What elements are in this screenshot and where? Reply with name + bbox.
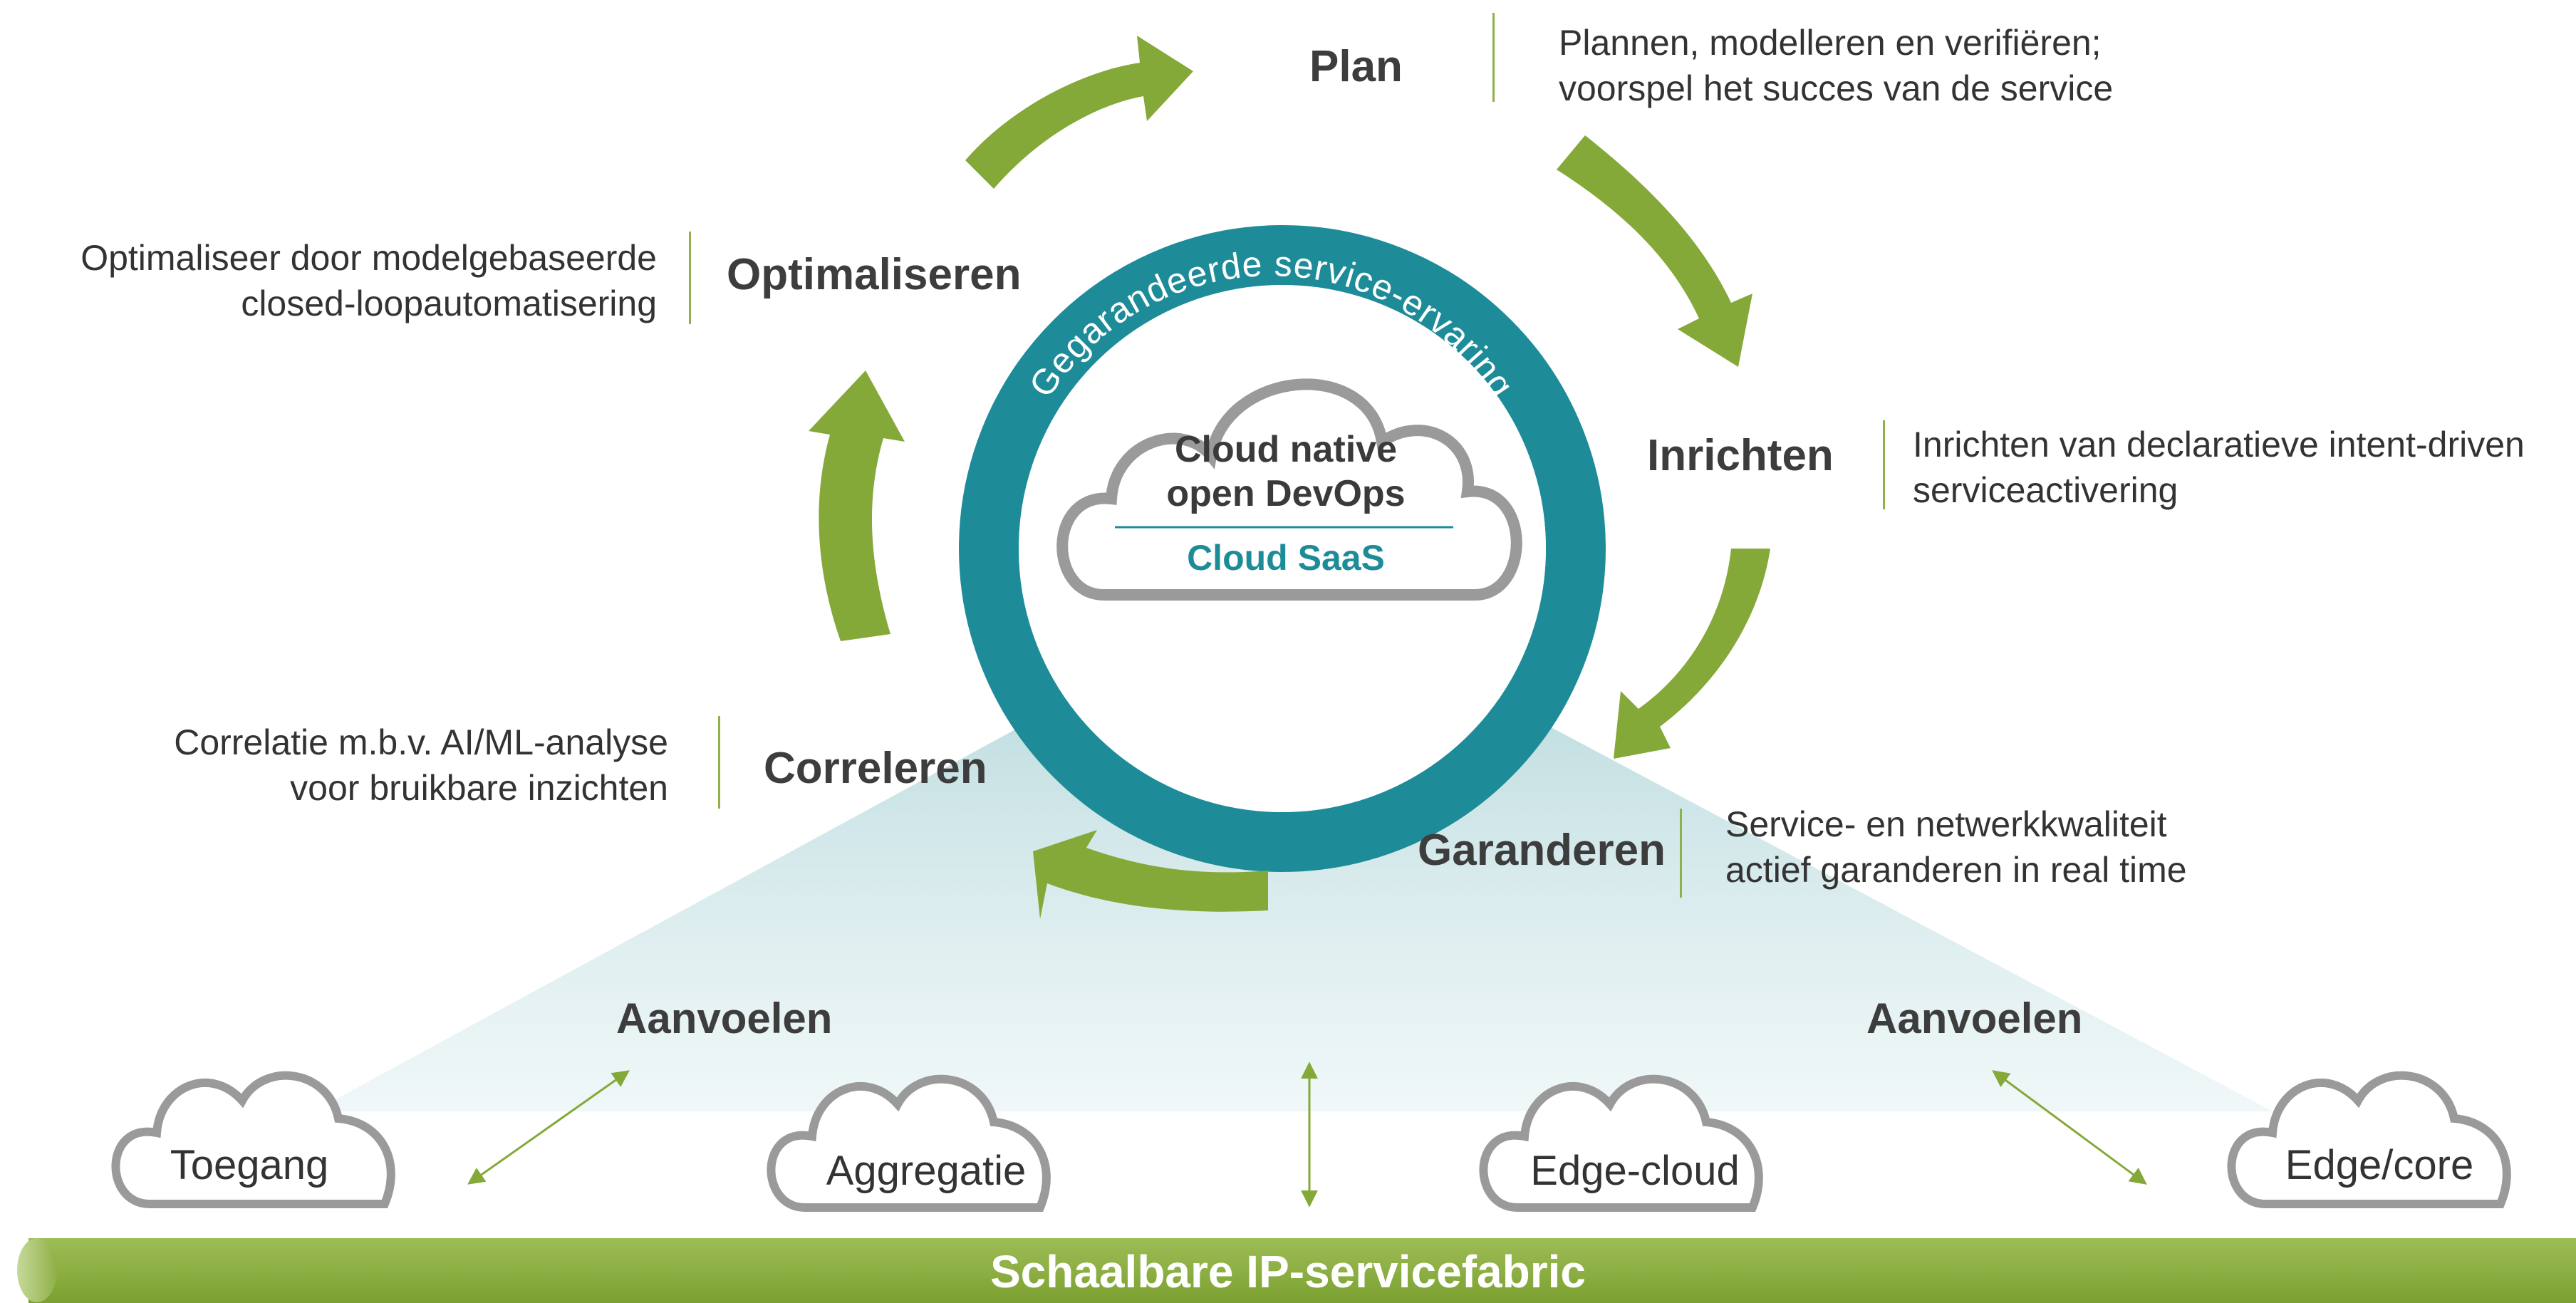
inrichten-desc-line-1: Inrichten van declaratieve intent-driven xyxy=(1913,425,2525,464)
arrow-to-optimaliseren xyxy=(809,370,905,641)
optimaliseren-divider xyxy=(689,232,691,324)
optimaliseren-desc-line-2: closed-loopautomatisering xyxy=(241,284,657,323)
cloud-edge-core-outline xyxy=(2227,1071,2511,1208)
inrichten-description: Inrichten van declaratieve intent-driven… xyxy=(1913,422,2525,513)
center-title: Cloud native open DevOps xyxy=(1111,427,1460,516)
inrichten-divider xyxy=(1883,420,1885,509)
garanderen-desc-line-1: Service- en netwerkkwaliteit xyxy=(1725,804,2167,844)
arrow-to-garanderen xyxy=(1614,549,1770,759)
sense-label-right: Aanvoelen xyxy=(1866,995,2083,1042)
stage-optimaliseren: Optimaliseren xyxy=(727,250,1022,299)
optimaliseren-desc-line-1: Optimaliseer door modelgebaseerde xyxy=(80,238,657,278)
center-line-1: Cloud native xyxy=(1174,429,1398,470)
service-ring xyxy=(959,225,1606,872)
arrow-to-correleren xyxy=(1033,830,1268,919)
fabric-label: Schaalbare IP-servicefabric xyxy=(990,1246,1586,1297)
arrow-to-inrichten xyxy=(1557,135,1752,367)
sense-arrow-left xyxy=(467,1070,630,1185)
stage-garanderen: Garanderen xyxy=(1418,826,1666,875)
correleren-divider xyxy=(718,716,720,809)
arrow-to-plan xyxy=(965,36,1193,189)
plan-desc-line-2: voorspel het succes van de service xyxy=(1559,68,2114,108)
stage-plan: Plan xyxy=(1309,42,1403,91)
garanderen-divider xyxy=(1680,809,1682,898)
center-cloud-outline xyxy=(1056,378,1522,601)
garanderen-description: Service- en netwerkkwaliteit actief gara… xyxy=(1725,801,2187,893)
optimaliseren-description: Optimaliseer door modelgebaseerde closed… xyxy=(43,235,657,326)
stage-inrichten: Inrichten xyxy=(1647,431,1834,480)
cloud-label-edge-cloud: Edge-cloud xyxy=(1530,1148,1740,1194)
correleren-desc-line-1: Correlatie m.b.v. AI/ML-analyse xyxy=(174,722,668,762)
plan-description: Plannen, modelleren en verifiëren; voors… xyxy=(1559,20,2113,111)
sense-label-left: Aanvoelen xyxy=(616,995,833,1042)
cloud-label-edge-core: Edge/core xyxy=(2285,1142,2474,1188)
cloud-edge-cloud-outline xyxy=(1479,1074,1763,1212)
correleren-desc-line-2: voor bruikbare inzichten xyxy=(290,768,668,808)
plan-divider xyxy=(1492,13,1495,102)
plan-desc-line-1: Plannen, modelleren en verifiëren; xyxy=(1559,23,2102,63)
inrichten-desc-line-2: serviceactivering xyxy=(1913,470,2178,510)
sense-arrow-right xyxy=(1992,1070,2147,1185)
garanderen-desc-line-2: actief garanderen in real time xyxy=(1725,850,2187,890)
center-line-2: open DevOps xyxy=(1166,473,1406,514)
fabric-bar xyxy=(28,1238,2576,1303)
stage-correleren: Correleren xyxy=(764,744,987,793)
correleren-description: Correlatie m.b.v. AI/ML-analyse voor bru… xyxy=(71,720,668,811)
cloud-label-toegang: Toegang xyxy=(170,1142,329,1188)
cloud-aggregatie-outline xyxy=(767,1074,1051,1212)
cloud-label-aggregatie: Aggregatie xyxy=(826,1148,1027,1194)
center-saas: Cloud SaaS xyxy=(1187,538,1385,578)
fabric-bar-cap xyxy=(17,1238,57,1302)
cloud-toegang-outline xyxy=(111,1071,395,1208)
